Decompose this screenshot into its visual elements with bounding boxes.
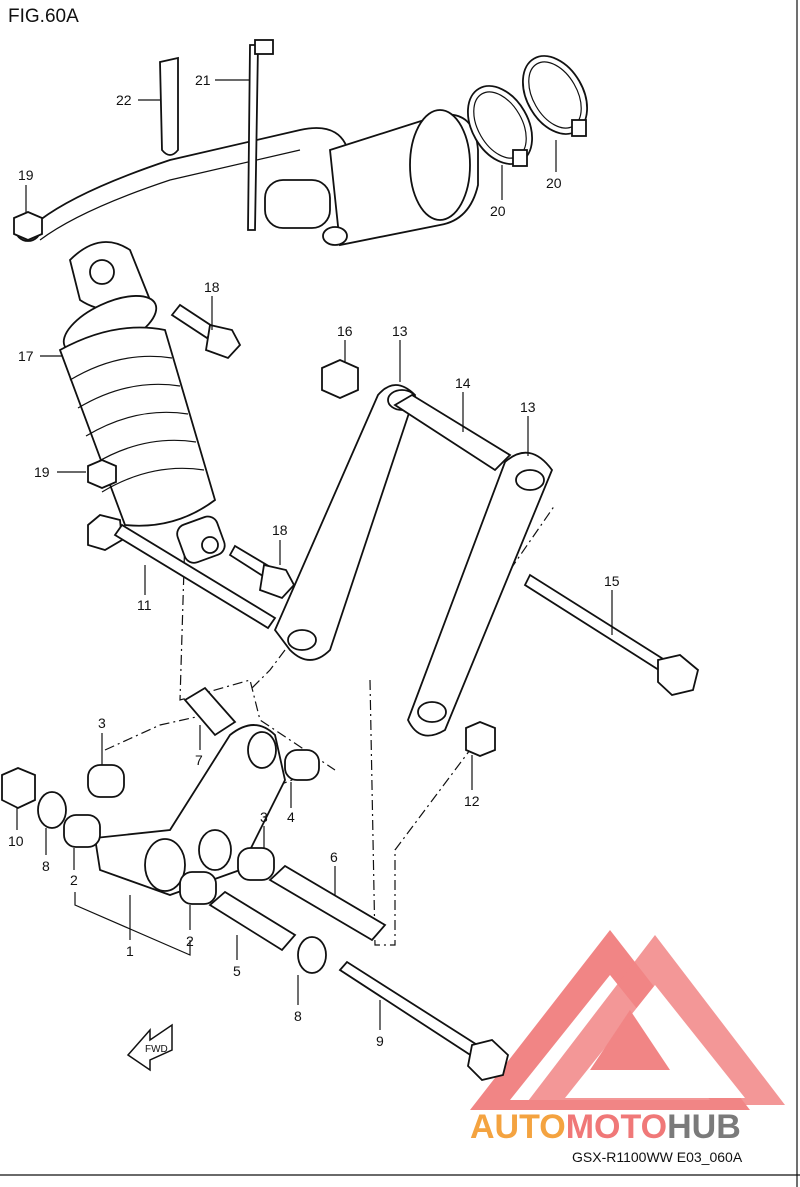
- footer-code: GSX-R1100WW E03_060A: [572, 1149, 743, 1165]
- callout-8-left: 8: [42, 858, 50, 874]
- nut-19-upper: [13, 211, 43, 241]
- callout-8-right: 8: [294, 1008, 302, 1024]
- washer-8-right: [297, 936, 327, 974]
- shock-absorber: [58, 241, 226, 564]
- watermark-auto: AUTO: [470, 1108, 566, 1146]
- hose-clamp-lower: [467, 85, 533, 167]
- callout-13-rear: 13: [392, 323, 408, 339]
- callout-18-upper: 18: [204, 279, 220, 295]
- bolt-11: [87, 514, 277, 630]
- callout-9: 9: [376, 1033, 384, 1049]
- cable-tie-head: [254, 39, 274, 55]
- washer-8-left: [37, 791, 67, 829]
- callout-20-lower: 20: [490, 203, 506, 219]
- callout-3-left: 3: [98, 715, 106, 731]
- nut-19-lower: [87, 459, 117, 489]
- watermark-moto: MOTO: [566, 1108, 667, 1146]
- cushion-rod-shaft: [393, 393, 512, 472]
- bearing-4: [284, 749, 320, 781]
- bolt-18-upper: [170, 303, 242, 360]
- nut-12: [465, 721, 496, 757]
- reservoir-assembly: [14, 109, 479, 247]
- hose-clip: [159, 56, 179, 156]
- bearing-2-left: [63, 814, 101, 848]
- leader-lines: [16, 79, 613, 1030]
- callout-3-right: 3: [260, 809, 268, 825]
- callout-20-upper: 20: [546, 175, 562, 191]
- callout-11: 11: [137, 597, 152, 613]
- bolt-18-lower: [228, 544, 296, 600]
- spacer-6: [268, 864, 387, 942]
- callout-5: 5: [233, 963, 241, 979]
- link-rod-13-front: [407, 451, 554, 737]
- callout-13-front: 13: [520, 399, 536, 415]
- bearing-3-left: [87, 764, 125, 798]
- callout-16: 16: [337, 323, 353, 339]
- callout-22: 22: [116, 92, 132, 108]
- watermark-hub: HUB: [667, 1108, 741, 1146]
- callout-21: 21: [195, 72, 211, 88]
- callout-14: 14: [455, 375, 471, 391]
- callout-labels: 22 21 19 18 17 16 13 14 13 19 18 11 15 3…: [8, 72, 620, 1049]
- callout-6: 6: [330, 849, 338, 865]
- callout-2-right: 2: [186, 933, 194, 949]
- nut-10: [1, 767, 36, 810]
- spacer-5: [208, 890, 297, 952]
- bolt-15: [523, 573, 700, 696]
- spacer-7: [183, 686, 237, 737]
- callout-4: 4: [287, 809, 295, 825]
- watermark-text: AUTOMOTOHUB: [470, 1108, 741, 1146]
- nut-16: [321, 359, 359, 399]
- callout-7: 7: [195, 752, 203, 768]
- callout-19-upper: 19: [18, 167, 34, 183]
- fwd-label: FWD: [145, 1044, 168, 1055]
- callout-18-lower: 18: [272, 522, 288, 538]
- bolt-9: [338, 960, 510, 1081]
- cushion-lever: [93, 724, 286, 896]
- fwd-arrow: FWD: [126, 1023, 173, 1072]
- callout-17: 17: [18, 348, 34, 364]
- bearing-2-right: [179, 871, 217, 905]
- callout-1: 1: [126, 943, 134, 959]
- callout-2-left: 2: [70, 872, 78, 888]
- callout-19-lower: 19: [34, 464, 50, 480]
- figure-label: FIG.60A: [8, 6, 79, 27]
- hose-clamp-upper: [522, 55, 588, 137]
- callout-12: 12: [464, 793, 480, 809]
- bearing-3-right: [237, 847, 275, 881]
- callout-10: 10: [8, 833, 24, 849]
- watermark-logo: [470, 930, 785, 1110]
- callout-15: 15: [604, 573, 620, 589]
- link-rod-13-rear: [273, 384, 417, 661]
